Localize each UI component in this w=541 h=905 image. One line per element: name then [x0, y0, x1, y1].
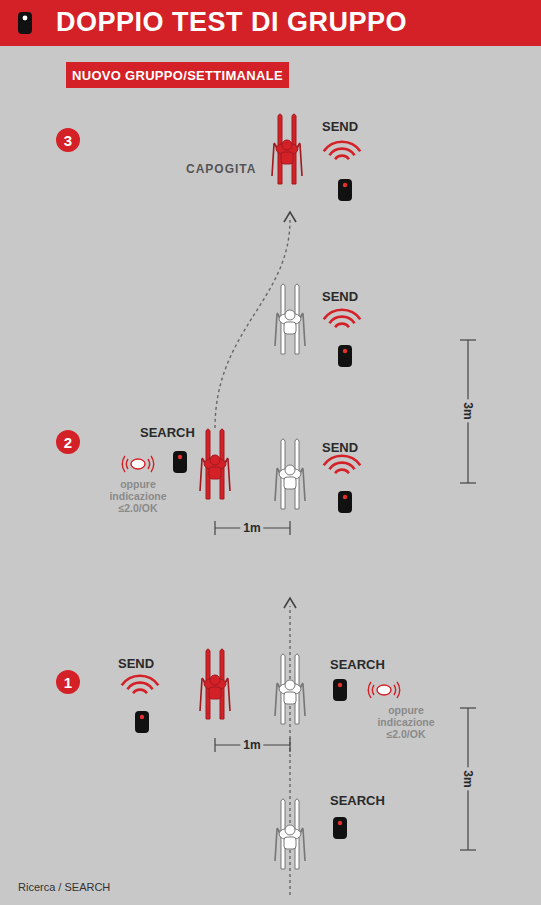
skier [275, 799, 305, 869]
transceiver [135, 711, 149, 733]
send-waves [324, 142, 361, 159]
mode-label: SEARCH [140, 425, 195, 440]
header-icon [18, 12, 32, 34]
dimension-tick [460, 849, 476, 850]
direction-caret [284, 598, 296, 608]
mode-label: SEND [322, 440, 358, 455]
direction-caret [284, 212, 296, 222]
transceiver [338, 345, 352, 367]
send-waves [324, 310, 361, 327]
transceiver [338, 491, 352, 513]
callout-number: 2 [56, 430, 80, 454]
mode-label: SEARCH [330, 657, 385, 672]
mode-label: SEARCH [330, 793, 385, 808]
group-banner: NUOVO GRUPPO/SETTIMANALE [66, 62, 289, 88]
dimension-tick [214, 738, 215, 752]
skier [275, 284, 305, 354]
dimension-label: 1m [240, 738, 263, 752]
dimension-3m [460, 708, 476, 850]
callout-number: 3 [56, 128, 80, 152]
leader-skier [200, 429, 230, 499]
callout-number: 1 [56, 670, 80, 694]
banner-text: NUOVO GRUPPO/SETTIMANALE [72, 68, 283, 83]
mode-label: SEND [118, 656, 154, 671]
dimension-tick [289, 738, 290, 752]
dimension-label: 1m [240, 521, 263, 535]
dimension-tick [214, 521, 215, 535]
path-line [289, 606, 290, 895]
leader-skier [272, 114, 302, 184]
dimension-tick [460, 482, 476, 483]
skier [275, 439, 305, 509]
dimension-label: 3m [461, 399, 475, 422]
indicator-symbol [368, 682, 400, 698]
mode-label: SEND [322, 119, 358, 134]
send-waves [122, 676, 159, 693]
transceiver [338, 179, 352, 201]
indicator-symbol [122, 456, 154, 472]
transceiver [173, 451, 187, 473]
footer-note: Ricerca / SEARCH [18, 881, 110, 893]
mode-label: SEND [322, 289, 358, 304]
dimension-tick [460, 707, 476, 708]
title-text: DOPPIO TEST DI GRUPPO [56, 7, 407, 38]
dimension-1m [215, 521, 290, 535]
path-line [215, 220, 290, 428]
header-band [0, 0, 541, 46]
transceiver [333, 679, 347, 701]
dimension-3m [460, 340, 476, 483]
note-text: oppure indicazione ≤2.0/OK [98, 478, 178, 514]
header-icon-led [23, 16, 28, 21]
role-label: CAPOGITA [186, 162, 256, 176]
dimension-1m [215, 738, 290, 752]
dimension-tick [460, 339, 476, 340]
transceiver [333, 817, 347, 839]
send-waves [324, 456, 361, 473]
leader-skier [200, 649, 230, 719]
note-text: oppure indicazione ≤2.0/OK [366, 704, 446, 740]
dimension-tick [289, 521, 290, 535]
skier [275, 654, 305, 724]
dimension-label: 3m [461, 767, 475, 790]
